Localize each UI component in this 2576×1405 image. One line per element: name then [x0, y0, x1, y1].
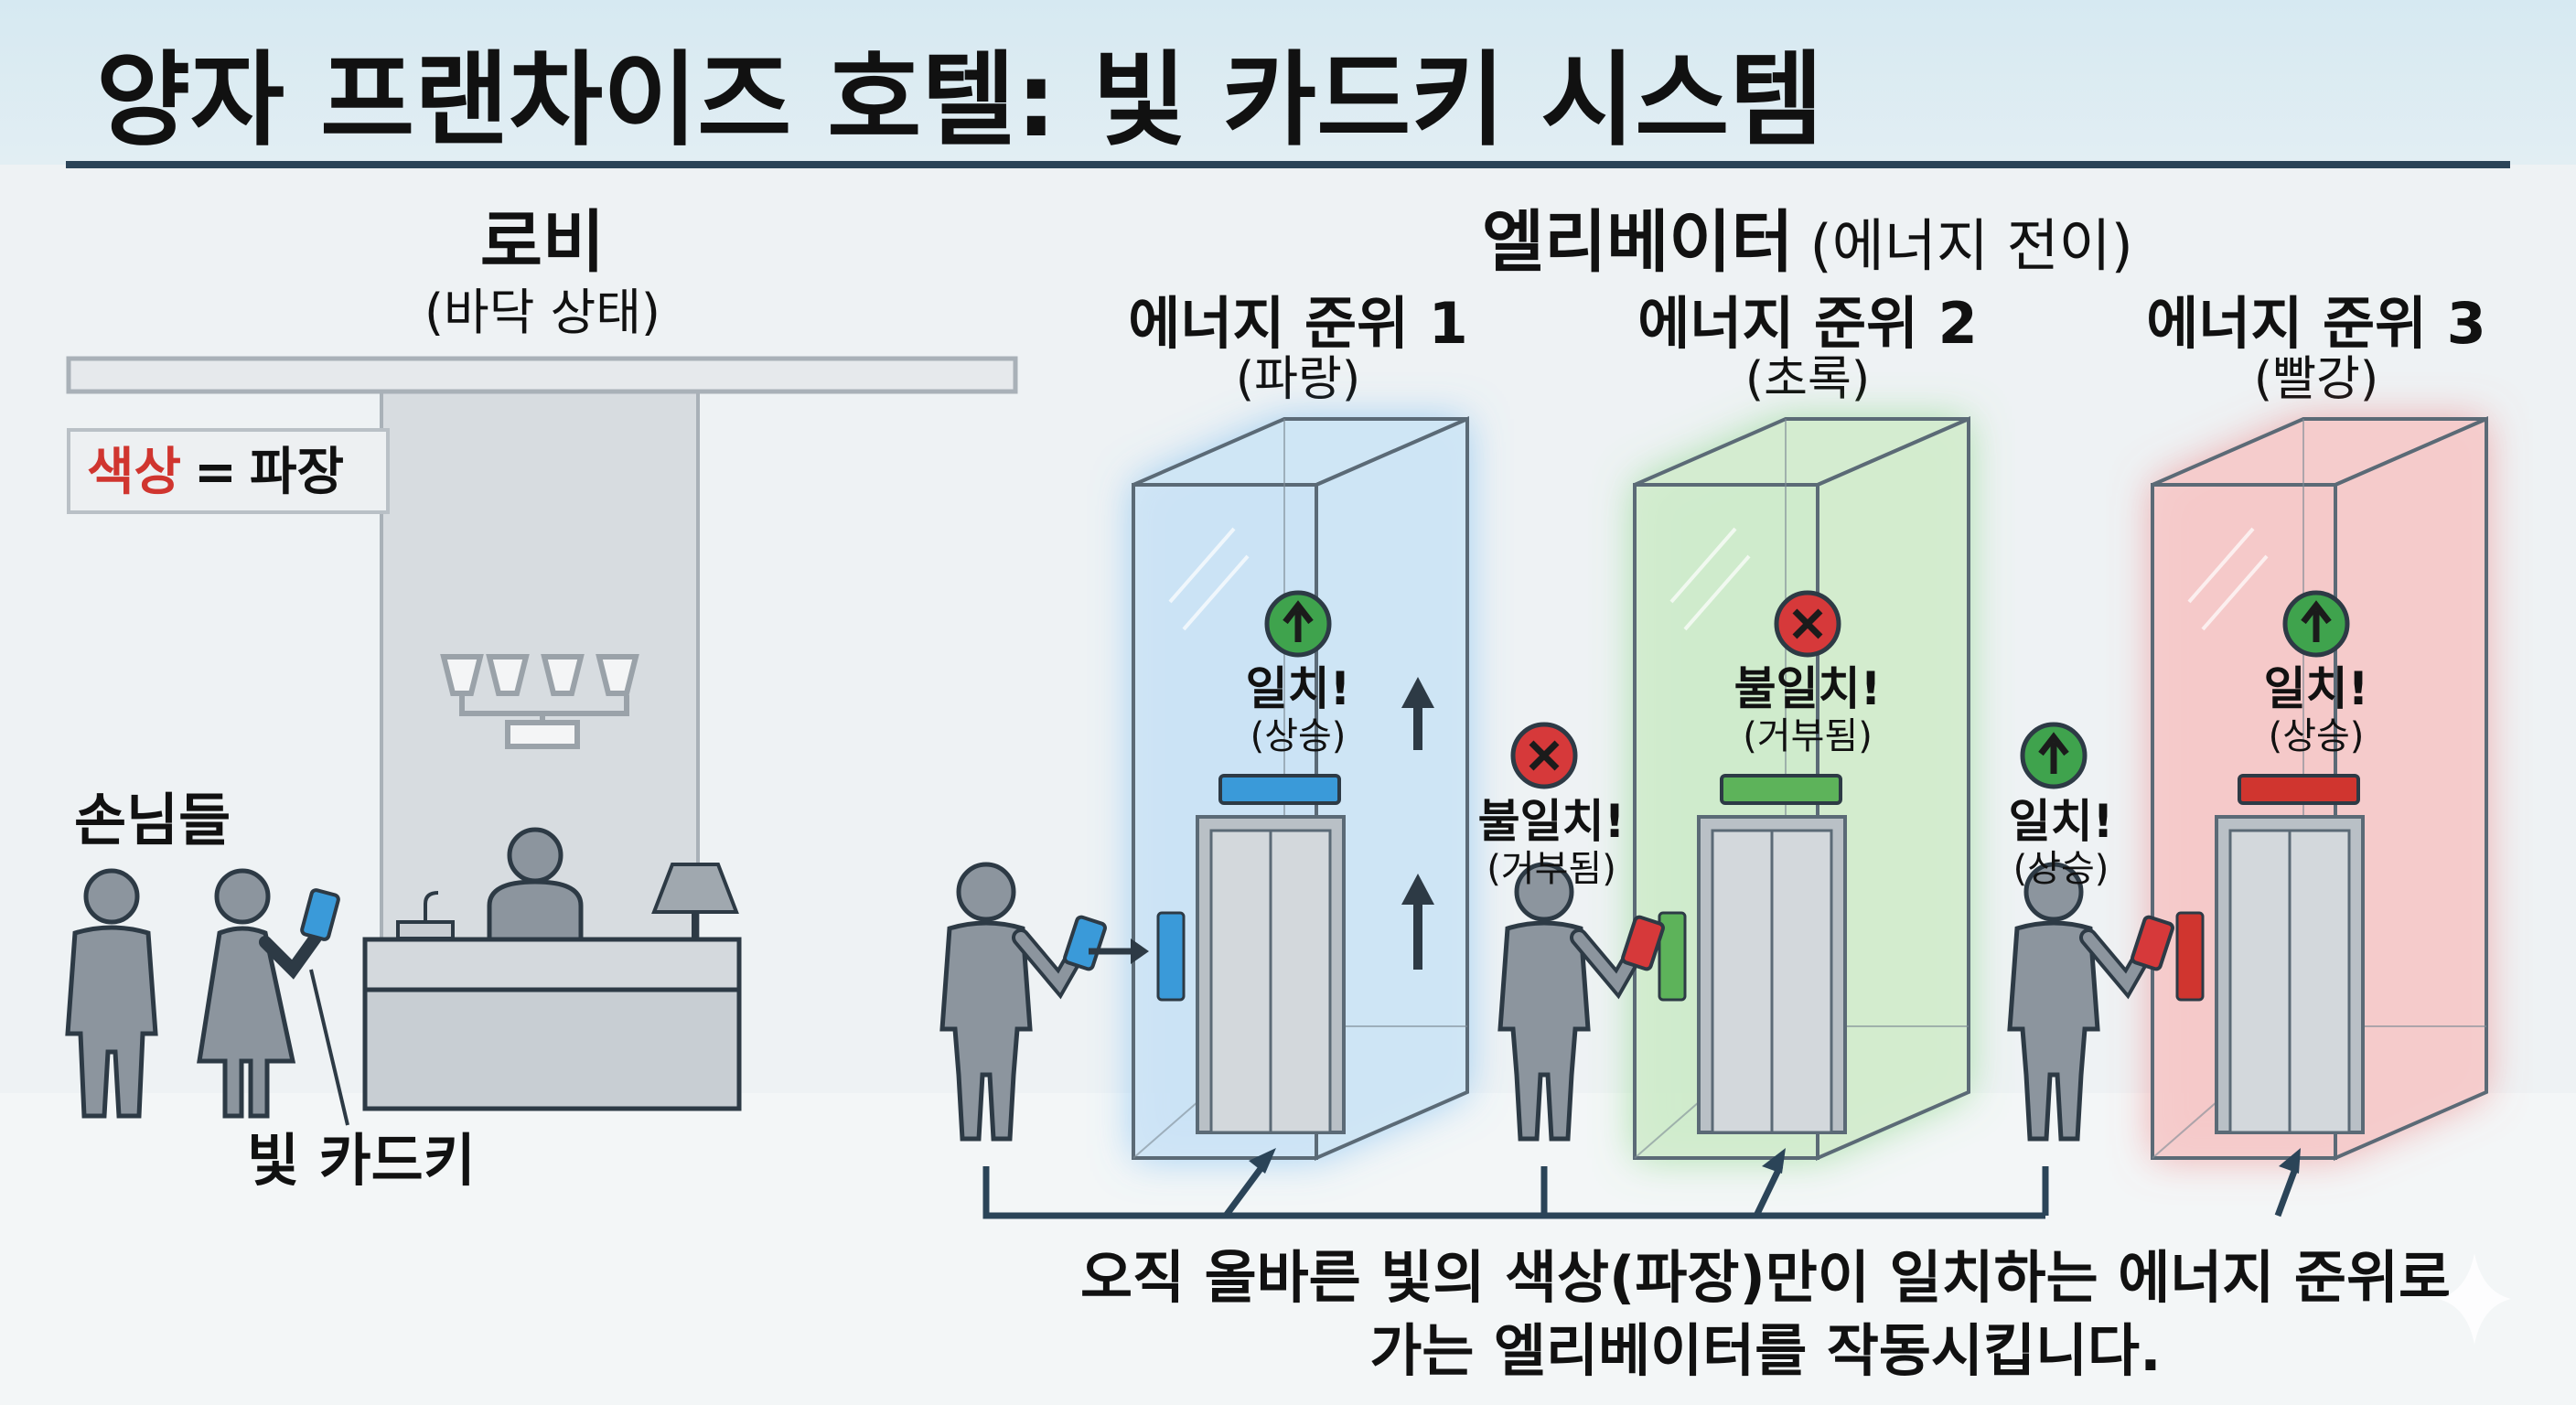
elevator-status-text: 일치! — [2264, 662, 2369, 715]
energy-level-2-label: 에너지 준위 2 — [1637, 290, 1978, 357]
keycard-icon — [1063, 915, 1107, 971]
sparkle-icon — [2438, 1253, 2511, 1345]
energy-level-1-label: 에너지 준위 1 — [1128, 290, 1468, 357]
energy-level-2-color-name: (초록) — [1745, 352, 1870, 407]
elevator-heading: 엘리베이터(에너지 전이) — [1482, 203, 2133, 282]
keycard-pointer-line — [309, 969, 349, 1126]
outside-status-subtext: (거부됨) — [1487, 848, 1616, 890]
flow-connector — [982, 1164, 2300, 1219]
card-reader[interactable] — [2175, 911, 2205, 1002]
energy-level-3-color-name: (빨강) — [2254, 352, 2378, 407]
color-wavelength-box — [67, 428, 390, 514]
elevator-status-text: 불일치! — [1734, 662, 1882, 715]
guests-label: 손님들 — [74, 787, 231, 853]
title-rule — [66, 161, 2510, 168]
outside-status-subtext: (상승) — [2013, 848, 2109, 890]
reception-desk — [362, 937, 742, 1111]
page-title: 양자 프랜차이즈 호텔: 빛 카드키 시스템 — [96, 41, 1823, 160]
guest-figure-woman — [197, 868, 340, 1119]
outside-status-text: 일치! — [2009, 795, 2114, 848]
match-check-icon — [2020, 722, 2088, 789]
elevator-status-subtext: (거부됨) — [1743, 715, 1873, 757]
floor-indicator-light — [1720, 774, 1842, 805]
floor-indicator-light — [1218, 774, 1341, 805]
color-label: 색상 — [87, 443, 181, 502]
caption-line-1: 오직 올바른 빛의 색상(파장)만이 일치하는 에너지 준위로 — [1080, 1244, 2451, 1311]
energy-level-3-label: 에너지 준위 3 — [2146, 290, 2486, 357]
color-wavelength-legend: 색상=파장 — [87, 443, 344, 502]
elevator-status-subtext: (상승) — [2269, 715, 2365, 757]
caption-line-2: 가는 엘리베이터를 작동시킵니다. — [1369, 1317, 2161, 1384]
chandelier-icon — [440, 654, 639, 749]
keycard-label: 빛 카드키 — [247, 1127, 476, 1194]
elevator-door — [1196, 815, 1346, 1134]
elevator-door — [2215, 815, 2365, 1134]
outside-status-text: 불일치! — [1478, 795, 1626, 848]
lobby-heading: 로비 — [480, 203, 605, 282]
lobby-subheading: (바닥 상태) — [424, 284, 660, 341]
keycard-icon — [2131, 915, 2174, 971]
guest-with-keycard — [2010, 864, 2174, 1139]
desk-bell-icon — [396, 891, 455, 940]
elevator-status-text: 일치! — [1246, 662, 1351, 715]
desk-lamp-icon — [651, 863, 739, 943]
keycard-icon — [1621, 915, 1665, 971]
energy-level-1-color-name: (파랑) — [1236, 352, 1360, 407]
match-check-icon — [1264, 590, 1332, 658]
flow-arrowheads — [1249, 1148, 2301, 1174]
mismatch-x-icon — [1510, 722, 1578, 789]
elevator-status-subtext: (상승) — [1250, 715, 1347, 757]
guest-with-keycard — [942, 864, 1107, 1139]
elevator-red — [2151, 415, 2488, 1162]
guest-figure-man — [65, 868, 158, 1119]
card-reader[interactable] — [1156, 911, 1186, 1002]
receptionist-figure — [487, 827, 584, 945]
card-reader[interactable] — [1658, 911, 1687, 1002]
guest-with-keycard — [1500, 864, 1665, 1139]
elevator-door — [1697, 815, 1847, 1134]
floor-indicator-light — [2238, 774, 2360, 805]
blue-keycard-icon — [300, 888, 340, 941]
match-check-icon — [2282, 590, 2350, 658]
lobby-shelf — [66, 356, 1018, 394]
elevator-blue — [1132, 415, 1469, 1162]
mismatch-x-icon — [1774, 590, 1841, 658]
header-band — [0, 0, 2576, 165]
elevator-green — [1633, 415, 1970, 1162]
